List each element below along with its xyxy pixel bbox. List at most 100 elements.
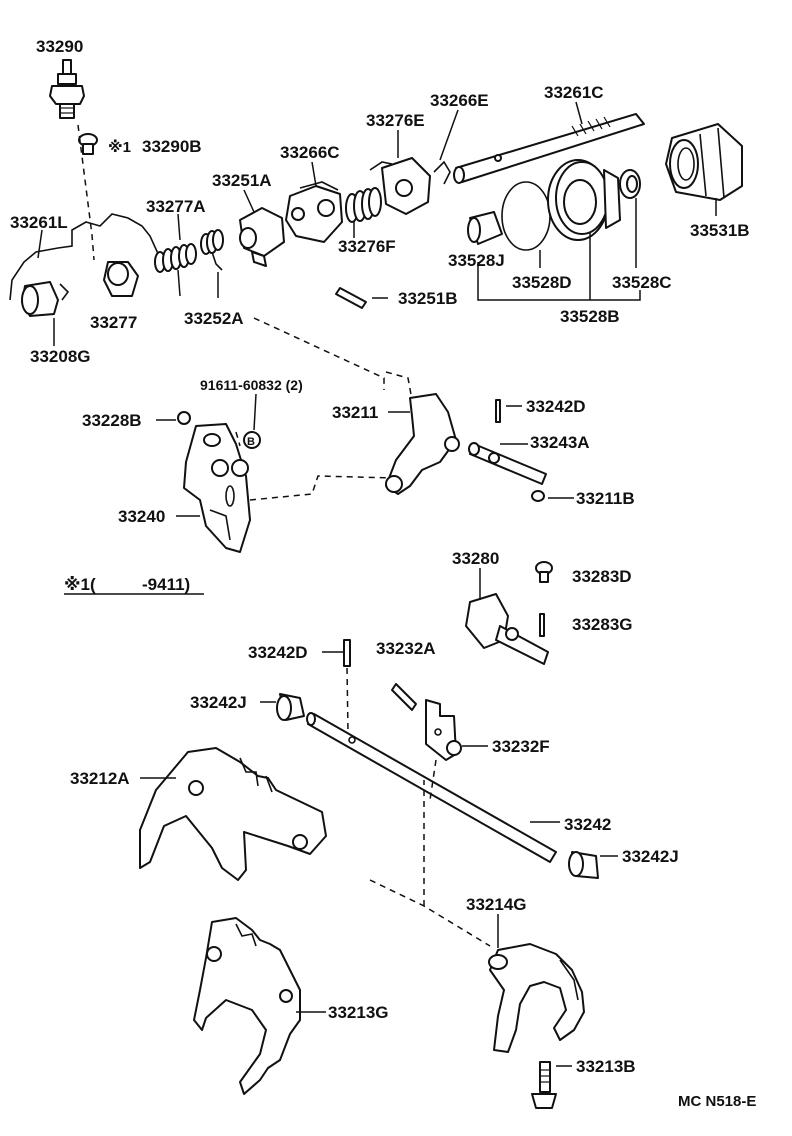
label-33276F: 33276F bbox=[338, 237, 396, 256]
label-33214G: 33214G bbox=[466, 895, 527, 914]
part-33251B-pin bbox=[335, 287, 367, 309]
part-33528J-bush bbox=[467, 211, 503, 245]
label-footnote-marker: ※1( bbox=[64, 575, 96, 594]
part-33214G-fork bbox=[488, 943, 585, 1053]
part-33240-lever bbox=[183, 423, 251, 553]
part-33277A-spring bbox=[154, 243, 197, 273]
guide-line-33242 bbox=[429, 759, 437, 801]
label-33266C: 33266C bbox=[280, 143, 340, 162]
part-33242J-bush-left bbox=[276, 693, 305, 721]
part-33283D-screw bbox=[535, 561, 553, 583]
diagram-code: MC N518-E bbox=[678, 1093, 756, 1110]
label-91611-60832: 91611-60832 (2) bbox=[200, 377, 303, 393]
part-33277-bush bbox=[103, 261, 139, 297]
label-33232F: 33232F bbox=[492, 737, 550, 756]
part-labels: 33290 ※1 33290B 33261L 33277A 33251A 332… bbox=[10, 37, 756, 1110]
part-33251A-piece bbox=[239, 207, 285, 267]
label-33232A: 33232A bbox=[376, 639, 436, 658]
part-33232A-pin bbox=[391, 683, 417, 711]
label-33528C: 33528C bbox=[612, 273, 672, 292]
part-33276E-collar bbox=[369, 157, 431, 215]
part-33211B-ball bbox=[531, 490, 545, 502]
label-33290: 33290 bbox=[36, 37, 83, 56]
leader-33277A-2 bbox=[177, 269, 181, 297]
part-33266E-clip bbox=[433, 160, 451, 185]
part-33528C-ring bbox=[619, 169, 641, 199]
label-33277A: 33277A bbox=[146, 197, 206, 216]
guide-line-33240 bbox=[249, 475, 395, 501]
label-33251A: 33251A bbox=[212, 171, 272, 190]
part-33208G-bushing bbox=[21, 281, 70, 317]
part-33242D-pin bbox=[343, 639, 351, 667]
leader-33266E bbox=[439, 109, 459, 161]
label-33261C: 33261C bbox=[544, 83, 604, 102]
label-33277: 33277 bbox=[90, 313, 137, 332]
leader-33261L bbox=[37, 229, 43, 259]
label-33211B: 33211B bbox=[576, 489, 635, 508]
label-footnote-range: -9411) bbox=[142, 575, 190, 594]
label-33251B: 33251B bbox=[398, 289, 458, 308]
label-33261L: 33261L bbox=[10, 213, 68, 232]
label-33212A: 33212A bbox=[70, 769, 130, 788]
part-33261L-housing bbox=[9, 213, 161, 301]
guide-line-33290 bbox=[77, 124, 95, 261]
part-33528B-gear bbox=[547, 159, 621, 241]
label-33252A: 33252A bbox=[184, 309, 244, 328]
label-33266E: 33266E bbox=[430, 91, 489, 110]
label-33208G: 33208G bbox=[30, 347, 91, 366]
leader-33266C bbox=[311, 161, 317, 187]
label-33283G: 33283G bbox=[572, 615, 633, 634]
label-33283D: 33283D bbox=[572, 567, 632, 586]
guide-line-33242D bbox=[346, 667, 349, 733]
label-33528B: 33528B bbox=[560, 307, 620, 326]
label-33276E: 33276E bbox=[366, 111, 425, 130]
leader-33261C bbox=[575, 101, 583, 125]
part-33252A-spring bbox=[200, 229, 224, 271]
part-33213B-bolt bbox=[531, 1061, 557, 1109]
part-33232F-bracket bbox=[425, 699, 462, 761]
leader-91611 bbox=[253, 393, 257, 431]
guide-line-33211 bbox=[253, 317, 385, 390]
guide-line-bolt bbox=[235, 431, 241, 447]
label-33290B-marker: ※1 bbox=[108, 138, 131, 156]
label-33528J: 33528J bbox=[448, 251, 505, 270]
part-33261C-shaft bbox=[453, 113, 645, 184]
label-33211: 33211 bbox=[332, 403, 378, 422]
label-33243A: 33243A bbox=[530, 433, 590, 452]
label-bolt-marker: B bbox=[247, 436, 255, 448]
label-33213G: 33213G bbox=[328, 1003, 389, 1022]
bolt-marker-circle bbox=[243, 431, 261, 449]
label-33242D: 33242D bbox=[248, 643, 308, 662]
part-33280-head bbox=[465, 593, 549, 665]
part-33242J-bush-right bbox=[568, 851, 599, 879]
part-33283G-pin bbox=[539, 613, 545, 637]
label-33242: 33242 bbox=[564, 815, 611, 834]
label-33242D-top: 33242D bbox=[526, 397, 586, 416]
label-33531B: 33531B bbox=[690, 221, 750, 240]
label-33242J-right: 33242J bbox=[622, 847, 679, 866]
part-33242-rod bbox=[306, 712, 557, 863]
label-33228B: 33228B bbox=[82, 411, 142, 430]
guide-line-33211-top bbox=[385, 371, 413, 401]
part-33276F-spring bbox=[345, 187, 382, 223]
part-33212A-fork bbox=[139, 747, 327, 881]
label-33280: 33280 bbox=[452, 549, 499, 568]
part-33243A-shaft bbox=[468, 442, 547, 485]
part-33528D-plate bbox=[501, 181, 551, 251]
part-33290-switch bbox=[49, 59, 85, 119]
leader-33277A bbox=[177, 213, 181, 241]
part-33242D-pin-top bbox=[495, 399, 501, 423]
label-33240: 33240 bbox=[118, 507, 165, 526]
label-33213B: 33213B bbox=[576, 1057, 636, 1076]
guide-line-33214G bbox=[369, 780, 491, 947]
part-33228B-ball bbox=[177, 411, 191, 425]
part-33211-lever bbox=[385, 393, 460, 495]
label-33290B: 33290B bbox=[142, 137, 202, 156]
label-33242J-left: 33242J bbox=[190, 693, 247, 712]
part-33266C-block bbox=[285, 181, 343, 243]
part-33213G-fork bbox=[193, 917, 301, 1095]
part-33290B-screw bbox=[78, 133, 98, 155]
part-33531B-boot bbox=[665, 123, 743, 201]
bracket-33528B bbox=[477, 232, 641, 301]
